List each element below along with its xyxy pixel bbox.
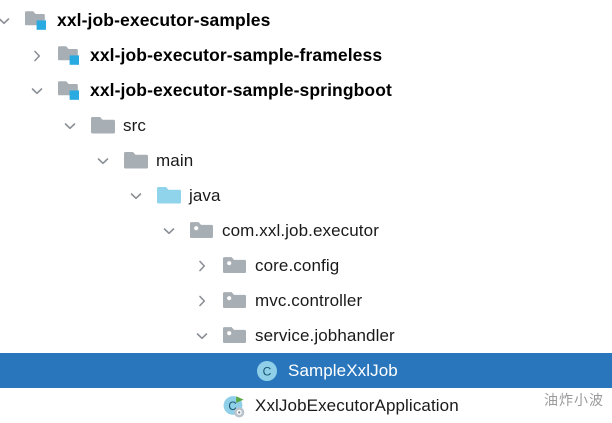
java-class-icon: C: [255, 359, 283, 383]
module-folder-icon: [57, 79, 85, 103]
module-folder-icon: [24, 9, 52, 33]
package-icon: [222, 289, 250, 313]
tree-row[interactable]: C SampleXxlJob: [0, 353, 612, 388]
tree-row[interactable]: xxl-job-executor-samples: [0, 3, 612, 38]
tree-row-label: xxl-job-executor-sample-springboot: [90, 80, 392, 100]
tree-row[interactable]: core.config: [0, 248, 612, 283]
package-icon: [222, 254, 250, 278]
tree-row[interactable]: service.jobhandler: [0, 318, 612, 353]
svg-text:C: C: [228, 401, 236, 413]
watermark-text: 油炸小波: [544, 393, 604, 409]
tree-row-label: XxlJobExecutorApplication: [255, 396, 459, 415]
tree-row[interactable]: xxl-job-executor-sample-springboot: [0, 73, 612, 108]
package-icon: [222, 324, 250, 348]
tree-row-label: src: [123, 116, 146, 135]
spring-boot-runnable-class-icon: C: [222, 394, 250, 418]
tree-row-label: mvc.controller: [255, 291, 363, 310]
folder-icon: [90, 114, 118, 138]
chevron-down-icon[interactable]: [194, 328, 210, 344]
module-folder-icon: [57, 44, 85, 68]
svg-text:C: C: [263, 364, 272, 378]
tree-row[interactable]: xxl-job-executor-sample-frameless: [0, 38, 612, 73]
package-icon: [189, 219, 217, 243]
tree-row[interactable]: com.xxl.job.executor: [0, 213, 612, 248]
tree-row[interactable]: java: [0, 178, 612, 213]
tree-row-label: main: [156, 151, 194, 170]
tree-row[interactable]: mvc.controller: [0, 283, 612, 318]
tree-row-label: core.config: [255, 256, 340, 275]
chevron-right-icon[interactable]: [194, 258, 210, 274]
tree-row[interactable]: C XxlJobExecutorApplication: [0, 388, 612, 423]
chevron-right-icon[interactable]: [29, 48, 45, 64]
chevron-down-icon[interactable]: [128, 188, 144, 204]
source-folder-icon: [156, 184, 184, 208]
chevron-right-icon[interactable]: [194, 293, 210, 309]
chevron-down-icon[interactable]: [29, 83, 45, 99]
tree-row-label: SampleXxlJob: [288, 361, 398, 380]
chevron-down-icon[interactable]: [161, 223, 177, 239]
tree-row-label: xxl-job-executor-samples: [57, 10, 271, 30]
tree-row[interactable]: src: [0, 108, 612, 143]
tree-row-label: java: [189, 186, 221, 205]
chevron-down-icon[interactable]: [0, 13, 12, 29]
tree-row[interactable]: main: [0, 143, 612, 178]
chevron-down-icon[interactable]: [62, 118, 78, 134]
tree-row-label: com.xxl.job.executor: [222, 221, 379, 240]
chevron-down-icon[interactable]: [95, 153, 111, 169]
tree-row-label: service.jobhandler: [255, 326, 395, 345]
tree-row-label: xxl-job-executor-sample-frameless: [90, 45, 383, 65]
folder-icon: [123, 149, 151, 173]
